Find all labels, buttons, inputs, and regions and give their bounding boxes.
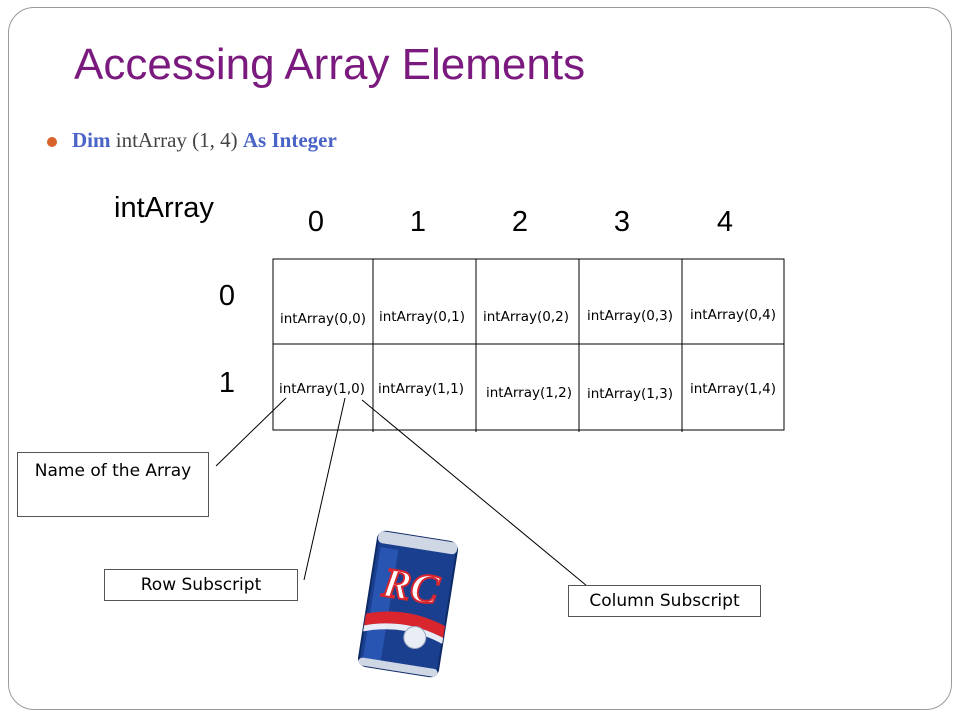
row-index: 0 bbox=[218, 280, 236, 312]
cell-label: intArray(0,1) bbox=[379, 309, 465, 325]
column-index: 0 bbox=[307, 206, 325, 238]
name-of-array-callout: Name of the Array bbox=[17, 452, 209, 517]
row-connector-line bbox=[303, 397, 346, 581]
cell-label: intArray(0,4) bbox=[690, 307, 776, 323]
cell-label: intArray(0,3) bbox=[587, 308, 673, 324]
cell-label: intArray(1,0) bbox=[279, 381, 365, 397]
type-keyword: As Integer bbox=[242, 128, 337, 152]
cell-label: intArray(1,4) bbox=[690, 381, 776, 397]
name-connector-line bbox=[215, 397, 287, 467]
array-declaration: intArray (1, 4) bbox=[115, 128, 238, 152]
column-connector-line bbox=[361, 399, 588, 587]
column-index: 4 bbox=[716, 206, 734, 238]
dim-statement: Dim intArray (1, 4) As Integer bbox=[72, 128, 337, 153]
cell-label: intArray(0,0) bbox=[280, 311, 366, 327]
bullet-dot-icon bbox=[47, 137, 57, 147]
cell-label: intArray(1,1) bbox=[378, 381, 464, 397]
row-index: 1 bbox=[218, 367, 236, 399]
can-brand-text: RC bbox=[378, 560, 442, 615]
cell-label: intArray(1,2) bbox=[486, 385, 572, 401]
dim-keyword: Dim bbox=[72, 128, 111, 152]
slide-title: Accessing Array Elements bbox=[74, 40, 586, 89]
cell-label: intArray(1,3) bbox=[587, 386, 673, 402]
column-subscript-callout: Column Subscript bbox=[568, 585, 761, 617]
array-name-label: intArray bbox=[114, 192, 214, 224]
column-index: 3 bbox=[613, 206, 631, 238]
column-index: 1 bbox=[409, 206, 427, 238]
column-index: 2 bbox=[511, 206, 529, 238]
cell-label: intArray(0,2) bbox=[483, 309, 569, 325]
rc-cola-can-image: RC bbox=[358, 530, 458, 678]
slide-frame bbox=[8, 7, 952, 710]
row-subscript-callout: Row Subscript bbox=[104, 569, 298, 601]
